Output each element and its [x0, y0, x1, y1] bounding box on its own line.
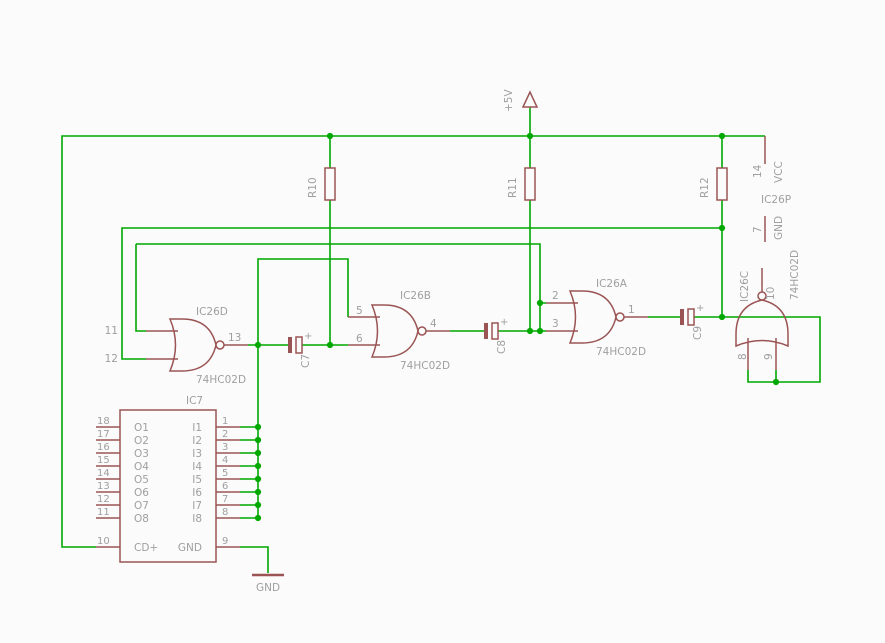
capacitor-c8-label: C8 [496, 340, 508, 354]
resistor-r10: R10 [307, 167, 336, 201]
ic7-lname: O8 [134, 513, 149, 525]
ic7-lname: CD+ [134, 542, 158, 554]
gate-ic26b-name: IC26B [400, 290, 431, 302]
resistor-r12: R12 [699, 167, 728, 201]
ic7-lpin: 14 [97, 468, 110, 479]
gate-ic26d-pin11: 11 [105, 325, 118, 337]
ic7-lname: O2 [134, 435, 149, 447]
gate-ic26a-pin2: 2 [552, 290, 559, 302]
vcc-arrow-icon [521, 90, 539, 108]
ic7-rpin: 8 [222, 507, 228, 518]
capacitor-c9: + C9 [680, 303, 704, 340]
ic7-rname: I1 [192, 422, 202, 434]
ic26p-vcc-pin-name: VCC [773, 161, 785, 183]
resistor-r12-label: R12 [699, 177, 711, 198]
ic7-name: IC7 [186, 395, 203, 407]
gate-ic26a-pin1: 1 [628, 304, 635, 316]
resistor-r10-label: R10 [307, 177, 319, 198]
gate-ic26d-pin13: 13 [228, 332, 241, 344]
ic7-lpin: 16 [97, 442, 110, 453]
ic7-rpin: 1 [222, 416, 228, 427]
vcc-supply-symbol: +5V [503, 89, 539, 112]
gnd-symbol: GND [252, 573, 284, 594]
ic7-rpin: 5 [222, 468, 228, 479]
gate-ic26b-pin4: 4 [430, 318, 437, 330]
gate-ic26a-pin3: 3 [552, 318, 559, 330]
ic7-lname: O4 [134, 461, 149, 473]
ic7-rpin: 3 [222, 442, 228, 453]
ic7-rname: I6 [192, 487, 202, 499]
gate-ic26c-pin9: 9 [763, 353, 775, 360]
ic7-lname: O6 [134, 487, 149, 499]
gate-ic26b-pin5: 5 [356, 305, 363, 317]
gate-ic26d: IC26D 74HC02D 11 12 13 [105, 306, 249, 386]
capacitor-c9-label: C9 [692, 326, 704, 340]
ic26p-gnd-pin-name: GND [773, 216, 785, 240]
resistor-r11-label: R11 [507, 177, 519, 198]
gate-ic26c-name: IC26C [739, 271, 751, 302]
gate-ic26a-value: 74HC02D [596, 346, 646, 358]
ic7-lname: O7 [134, 500, 149, 512]
capacitor-c7: + C7 [288, 331, 312, 368]
ic7-lpin: 13 [97, 481, 110, 492]
feedback-wire [121, 227, 722, 360]
ic7-rname: GND [178, 542, 202, 554]
capacitor-c8: + C8 [484, 317, 508, 354]
ic7-rpin: 6 [222, 481, 228, 492]
ic7-lpin: 18 [97, 416, 110, 427]
stage3-wire [648, 316, 821, 383]
ic7-pin-stubs [96, 426, 240, 548]
ic7-rpin: 4 [222, 455, 228, 466]
gate-ic26d-name: IC26D [196, 306, 228, 318]
ic7-rpin: 9 [222, 536, 228, 547]
ic7-input-wires [240, 426, 258, 519]
gate-ic26a: IC26A 74HC02D 2 3 1 [545, 278, 649, 358]
gnd-label: GND [256, 582, 280, 594]
capacitor-c8-polarity: + [500, 317, 508, 328]
ic26p-vcc-pin-number: 14 [752, 164, 764, 178]
gate-ic26c-pin8: 8 [737, 353, 749, 360]
gate-ic26a-name: IC26A [596, 278, 628, 290]
gate-ic26b-pin6: 6 [356, 333, 363, 345]
ic7-lpin: 17 [97, 429, 110, 440]
ic26p-gnd-pin-number: 7 [752, 226, 764, 233]
ic7-rname: I7 [192, 500, 202, 512]
ic7-rname: I2 [192, 435, 202, 447]
gate-ic26b-value: 74HC02D [400, 360, 450, 372]
junction-dots [254, 132, 780, 522]
oscout-wire [257, 258, 349, 518]
gate-ic26d-value: 74HC02D [196, 374, 246, 386]
gate-ic26c-value: 74HC02D [789, 250, 801, 300]
ic7-rname: I5 [192, 474, 202, 486]
ic7-lname: O1 [134, 422, 149, 434]
gate-ic26c: IC26C 74HC02D 8 9 10 [735, 250, 801, 371]
capacitor-c7-label: C7 [300, 354, 312, 368]
ic7-rname: I8 [192, 513, 202, 525]
gate-ic26c-pin10: 10 [765, 287, 777, 300]
ic7-part: IC7 18 O1 I1 1 17 O2 I2 2 16 O3 I3 3 15 … [96, 395, 240, 563]
ic7-rname: I3 [192, 448, 202, 460]
ic26p-name: IC26P [761, 194, 791, 206]
ic7-rname: I4 [192, 461, 202, 473]
gate-ic26d-pin12: 12 [105, 353, 118, 365]
resistor-r11: R11 [507, 167, 536, 201]
capacitor-c7-polarity: + [304, 331, 312, 342]
ic7-lname: O3 [134, 448, 149, 460]
gate-ic26b: IC26B 74HC02D 5 6 4 [347, 290, 451, 372]
ic7-lname: O5 [134, 474, 149, 486]
ic7-rpin: 2 [222, 429, 228, 440]
gnd-wire [240, 546, 269, 573]
ic7-lpin: 10 [97, 536, 110, 547]
power-rail-wire [61, 135, 765, 548]
ic7-lpin: 12 [97, 494, 110, 505]
ic7-lpin: 11 [97, 507, 110, 518]
ic7-lpin: 15 [97, 455, 110, 466]
ic7-rpin: 7 [222, 494, 228, 505]
capacitor-c9-polarity: + [696, 303, 704, 314]
supply-part-ic26p: 14 VCC IC26P 7 GND [752, 136, 791, 242]
vcc-label: +5V [503, 89, 515, 112]
